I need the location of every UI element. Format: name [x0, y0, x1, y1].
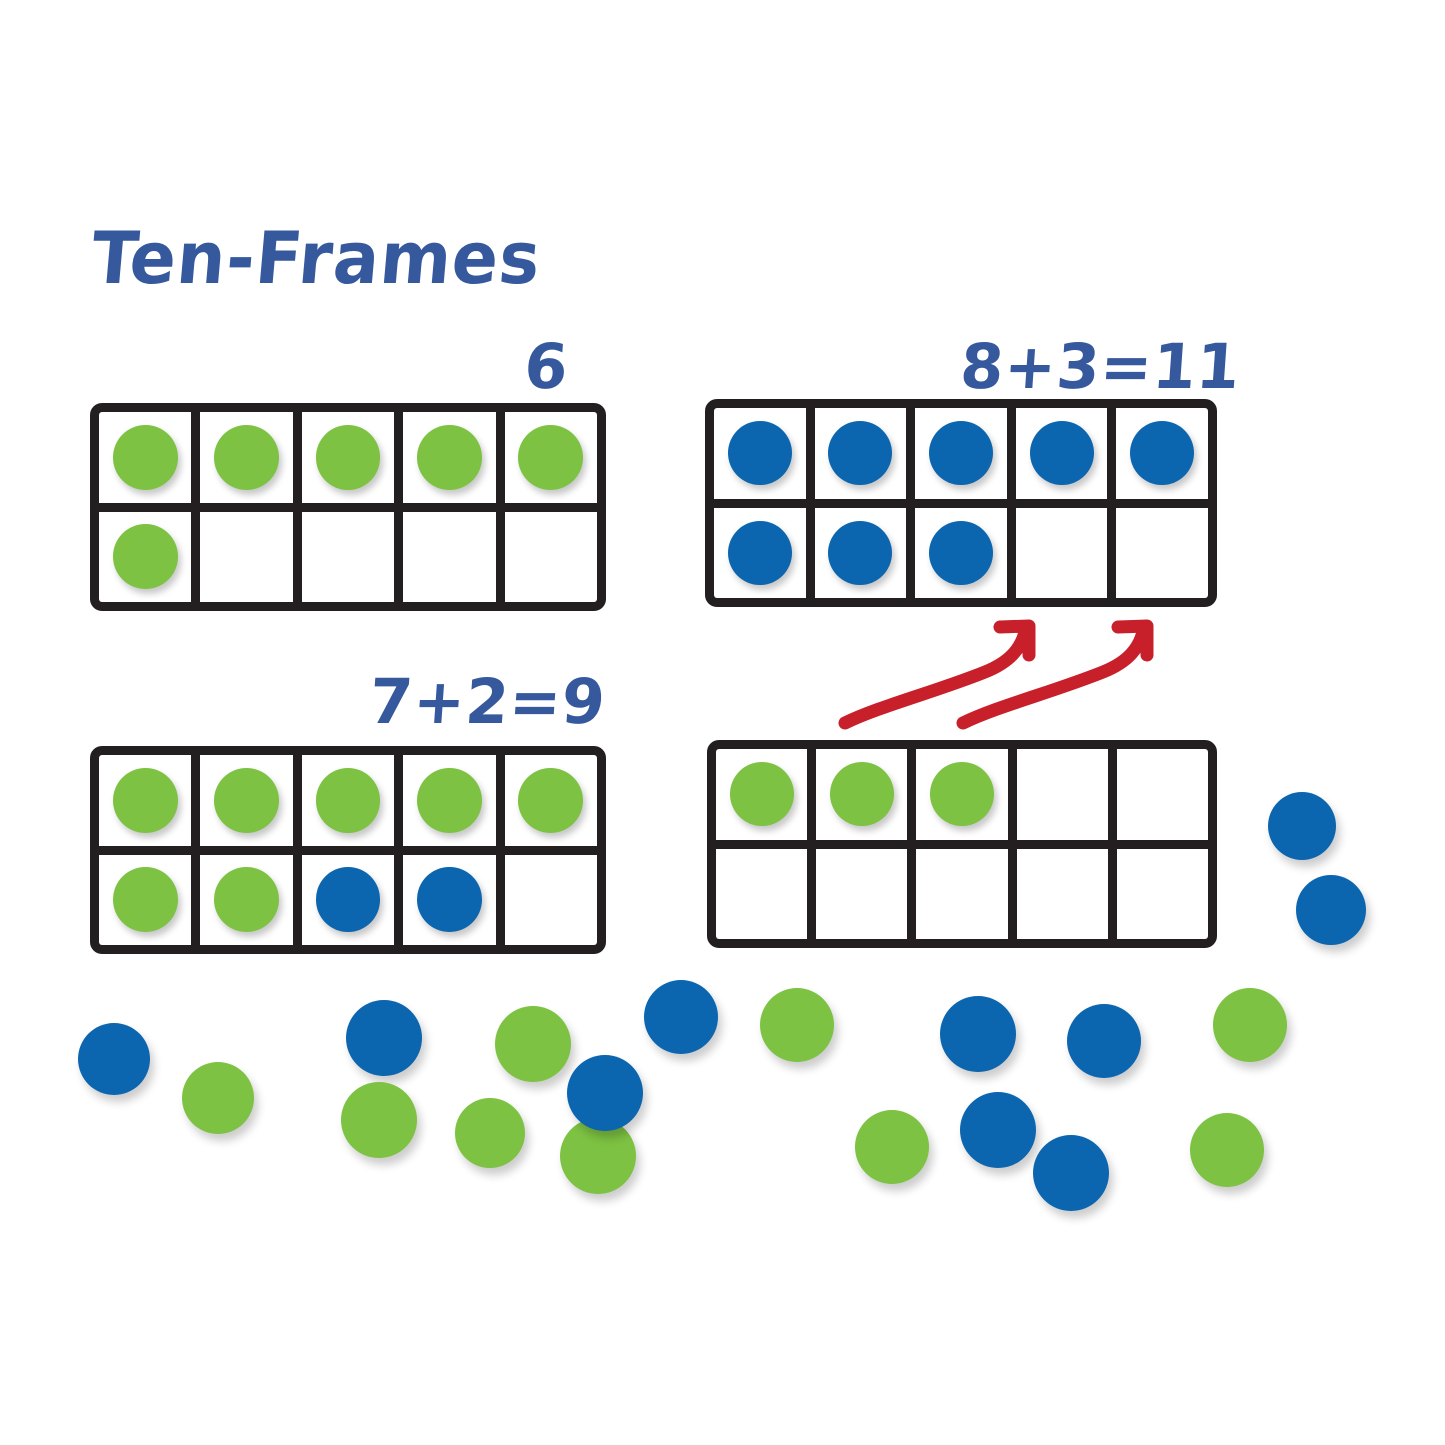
loose-counter-blue[interactable] — [567, 1055, 643, 1131]
ten-frame-cell[interactable] — [403, 511, 496, 602]
loose-counter-blue[interactable] — [1033, 1135, 1109, 1211]
ten-frame-cell[interactable] — [1116, 507, 1208, 598]
counter-blue[interactable] — [1029, 421, 1094, 486]
ten-frame-eight-plus-three[interactable] — [705, 399, 1217, 607]
ten-frame-cell[interactable] — [714, 507, 806, 598]
ten-frame-cell[interactable] — [200, 854, 293, 945]
ten-frame-cell[interactable] — [916, 848, 1008, 939]
counter-blue[interactable] — [1130, 421, 1195, 486]
ten-frame-label-eight-plus-three: 8+3=11 — [958, 330, 1243, 403]
counter-green[interactable] — [930, 762, 994, 827]
ten-frame-cell[interactable] — [816, 848, 908, 939]
ten-frame-cell[interactable] — [99, 854, 192, 945]
ten-frame-cell[interactable] — [200, 511, 293, 602]
counter-blue[interactable] — [727, 421, 792, 486]
loose-counter-green[interactable] — [455, 1098, 525, 1168]
ten-frame-label-six: 6 — [522, 330, 571, 403]
ten-frame-label-seven-plus-two: 7+2=9 — [367, 665, 608, 738]
move-counter-arrow-2 — [956, 619, 1154, 730]
counter-green[interactable] — [214, 424, 279, 490]
ten-frame-cell[interactable] — [301, 755, 395, 846]
ten-frame-cell[interactable] — [1016, 848, 1108, 939]
counter-blue[interactable] — [727, 520, 792, 585]
loose-counter-green[interactable] — [855, 1110, 929, 1184]
ten-frame-cell[interactable] — [1015, 507, 1108, 598]
counter-green[interactable] — [214, 767, 279, 833]
counter-green[interactable] — [829, 762, 894, 827]
ten-frame-cell[interactable] — [403, 854, 496, 945]
ten-frame-seven-plus-two[interactable] — [90, 746, 606, 954]
counter-green[interactable] — [112, 524, 178, 590]
ten-frame-cell[interactable] — [403, 412, 496, 503]
ten-frame-cell[interactable] — [816, 749, 908, 840]
counter-blue[interactable] — [828, 421, 893, 486]
ten-frame-cell[interactable] — [1016, 749, 1108, 840]
counter-blue[interactable] — [928, 520, 994, 585]
ten-frame-cell[interactable] — [1015, 408, 1108, 499]
ten-frame-cell[interactable] — [504, 511, 597, 602]
counter-green[interactable] — [112, 424, 178, 490]
ten-frame-cell[interactable] — [716, 749, 808, 840]
loose-counter-blue[interactable] — [1268, 792, 1336, 860]
counter-green[interactable] — [315, 767, 381, 833]
ten-frame-cell[interactable] — [716, 848, 808, 939]
counter-green[interactable] — [518, 767, 584, 833]
ten-frame-cell[interactable] — [504, 854, 597, 945]
loose-counter-green[interactable] — [1190, 1113, 1264, 1187]
loose-counter-blue[interactable] — [960, 1092, 1036, 1168]
ten-frame-cell[interactable] — [99, 755, 192, 846]
ten-frame-cell[interactable] — [814, 507, 907, 598]
loose-counter-blue[interactable] — [1296, 875, 1366, 945]
loose-counter-blue[interactable] — [78, 1023, 150, 1095]
ten-frame-cell[interactable] — [301, 854, 395, 945]
ten-frame-cell[interactable] — [1116, 749, 1208, 840]
loose-counter-green[interactable] — [495, 1006, 571, 1082]
ten-frame-cell[interactable] — [1116, 848, 1208, 939]
ten-frame-cell[interactable] — [200, 755, 293, 846]
loose-counter-blue[interactable] — [1067, 1004, 1141, 1078]
ten-frame-three-remaining[interactable] — [707, 740, 1217, 948]
loose-counter-green[interactable] — [1213, 988, 1287, 1062]
ten-frame-cell[interactable] — [714, 408, 806, 499]
ten-frame-cell[interactable] — [403, 755, 496, 846]
ten-frame-six[interactable] — [90, 403, 606, 611]
ten-frame-cell[interactable] — [1116, 408, 1208, 499]
counter-blue[interactable] — [828, 520, 893, 585]
counter-green[interactable] — [112, 867, 178, 933]
ten-frame-cell[interactable] — [916, 749, 1008, 840]
ten-frame-cell[interactable] — [99, 412, 192, 503]
ten-frame-cell[interactable] — [504, 755, 597, 846]
loose-counter-blue[interactable] — [644, 980, 718, 1054]
page-title: Ten-Frames — [88, 217, 545, 301]
ten-frame-cell[interactable] — [301, 412, 395, 503]
ten-frame-cell[interactable] — [200, 412, 293, 503]
ten-frame-cell[interactable] — [504, 412, 597, 503]
loose-counter-blue[interactable] — [940, 996, 1016, 1072]
counter-green[interactable] — [214, 867, 279, 933]
counter-green[interactable] — [315, 424, 381, 490]
counter-green[interactable] — [518, 424, 584, 490]
counter-green[interactable] — [417, 767, 482, 833]
ten-frame-cell[interactable] — [99, 511, 192, 602]
ten-frame-cell[interactable] — [915, 408, 1007, 499]
loose-counter-green[interactable] — [760, 988, 834, 1062]
ten-frame-cell[interactable] — [915, 507, 1007, 598]
loose-counter-green[interactable] — [341, 1082, 417, 1158]
ten-frame-cell[interactable] — [301, 511, 395, 602]
counter-blue[interactable] — [928, 421, 994, 486]
counter-green[interactable] — [729, 762, 794, 827]
counter-green[interactable] — [417, 424, 482, 490]
counter-blue[interactable] — [315, 867, 381, 933]
counter-green[interactable] — [112, 767, 178, 833]
move-counter-arrow-1 — [838, 619, 1036, 730]
ten-frame-cell[interactable] — [814, 408, 907, 499]
counter-blue[interactable] — [417, 867, 482, 933]
loose-counter-green[interactable] — [182, 1062, 254, 1134]
loose-counter-green[interactable] — [560, 1118, 636, 1194]
loose-counter-blue[interactable] — [346, 1000, 422, 1076]
